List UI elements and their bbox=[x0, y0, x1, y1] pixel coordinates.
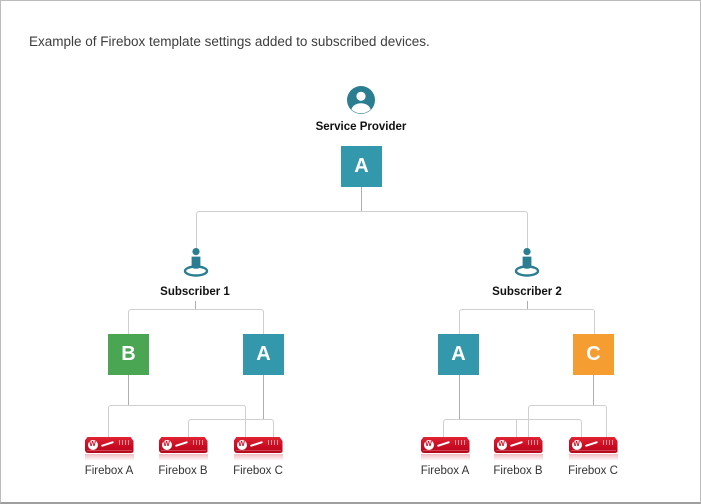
firebox-b-subscriber-2: W Firebox B bbox=[473, 437, 563, 477]
service-provider-avatar-icon bbox=[346, 85, 376, 120]
template-box-a-subscriber-1: A bbox=[243, 334, 284, 375]
firebox-logo-icon: W bbox=[571, 440, 582, 450]
firebox-label: Firebox C bbox=[568, 465, 618, 477]
firebox-device-icon: W bbox=[420, 437, 470, 453]
firebox-pen-icon bbox=[174, 441, 188, 448]
firebox-label: Firebox C bbox=[233, 465, 283, 477]
diagram-title: Example of Firebox template settings add… bbox=[29, 34, 430, 49]
firebox-label: Firebox B bbox=[493, 465, 543, 477]
firebox-logo-icon: W bbox=[236, 440, 247, 450]
firebox-reflection bbox=[233, 454, 283, 462]
subscriber-2-icon bbox=[514, 247, 540, 282]
connector-sub1-stub bbox=[195, 301, 196, 309]
connector-sub2-template-c-bracket bbox=[528, 405, 607, 438]
firebox-c-subscriber-2: W Firebox C bbox=[548, 437, 638, 477]
template-box-b-subscriber-1: B bbox=[108, 334, 149, 375]
firebox-reflection bbox=[568, 454, 618, 462]
firebox-vents bbox=[527, 440, 540, 445]
firebox-device-icon: W bbox=[493, 437, 543, 453]
firebox-logo-icon: W bbox=[87, 440, 98, 450]
connector-sub2-stub bbox=[527, 301, 528, 309]
firebox-reflection bbox=[420, 454, 470, 462]
connector-sub1-template-a-stub bbox=[263, 375, 264, 419]
connector-sp-stub bbox=[361, 187, 362, 211]
firebox-pen-icon bbox=[509, 441, 523, 448]
connector-sub2-middle-drop bbox=[516, 419, 517, 438]
firebox-reflection bbox=[158, 454, 208, 462]
firebox-pen-icon bbox=[249, 441, 263, 448]
firebox-logo-icon: W bbox=[496, 440, 507, 450]
firebox-vents bbox=[602, 440, 615, 445]
connector-sub2-template-a-stub bbox=[459, 375, 460, 419]
template-box-a-service-provider: A bbox=[341, 146, 382, 187]
firebox-vents bbox=[454, 440, 467, 445]
firebox-b-subscriber-1: W Firebox B bbox=[138, 437, 228, 477]
firebox-a-subscriber-2: W Firebox A bbox=[400, 437, 490, 477]
template-box-a-subscriber-2: A bbox=[438, 334, 479, 375]
firebox-a-subscriber-1: W Firebox A bbox=[64, 437, 154, 477]
template-box-c-subscriber-2: C bbox=[573, 334, 614, 375]
connector-sp-bracket bbox=[196, 211, 528, 248]
subscriber-1-label: Subscriber 1 bbox=[160, 286, 230, 298]
firebox-c-subscriber-1: W Firebox C bbox=[213, 437, 303, 477]
firebox-device-icon: W bbox=[84, 437, 134, 453]
firebox-label: Firebox B bbox=[158, 465, 208, 477]
firebox-reflection bbox=[493, 454, 543, 462]
subscriber-1-icon bbox=[183, 247, 209, 282]
subscriber-2-label: Subscriber 2 bbox=[492, 286, 562, 298]
firebox-pen-icon bbox=[436, 441, 450, 448]
firebox-label: Firebox A bbox=[84, 465, 134, 477]
firebox-device-icon: W bbox=[158, 437, 208, 453]
firebox-label: Firebox A bbox=[420, 465, 470, 477]
connector-sub1-bracket bbox=[128, 309, 264, 334]
firebox-device-icon: W bbox=[568, 437, 618, 453]
firebox-reflection bbox=[84, 454, 134, 462]
connector-sub1-template-b-bracket bbox=[108, 405, 246, 438]
connector-sub2-template-c-stub bbox=[593, 375, 594, 405]
firebox-pen-icon bbox=[100, 441, 114, 448]
connector-sub2-bracket bbox=[459, 309, 595, 334]
connector-sub2-template-a-bracket bbox=[443, 419, 582, 438]
firebox-pen-icon bbox=[584, 441, 598, 448]
service-provider-label: Service Provider bbox=[315, 121, 407, 133]
firebox-logo-icon: W bbox=[161, 440, 172, 450]
connector-sub1-template-b-stub bbox=[128, 375, 129, 405]
firebox-logo-icon: W bbox=[423, 440, 434, 450]
firebox-vents bbox=[118, 440, 131, 445]
connector-sub1-template-a-bracket bbox=[188, 419, 274, 438]
firebox-vents bbox=[192, 440, 205, 445]
firebox-device-icon: W bbox=[233, 437, 283, 453]
firebox-vents bbox=[267, 440, 280, 445]
